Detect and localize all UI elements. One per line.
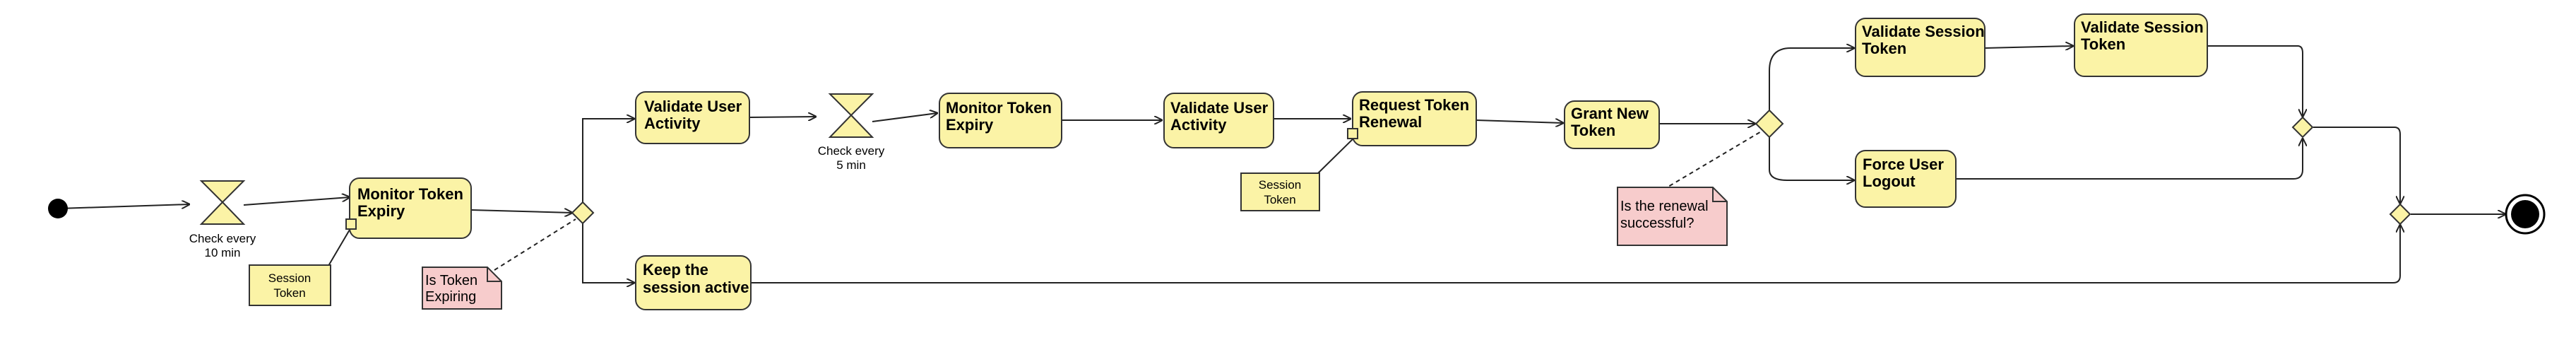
activity-keep-session-active[interactable]: Keep the session active bbox=[635, 255, 752, 310]
initial-node bbox=[48, 199, 68, 218]
activity-force-user-logout[interactable]: Force User Logout bbox=[1855, 150, 1957, 208]
svg-text:Token: Token bbox=[1571, 122, 1615, 139]
decision-token-expiring bbox=[571, 201, 595, 225]
svg-text:Token: Token bbox=[1264, 193, 1295, 206]
svg-text:Validate Session: Validate Session bbox=[2081, 18, 2204, 36]
svg-text:session active: session active bbox=[643, 279, 749, 296]
activity-validate-session-token-2[interactable]: Validate Session Token bbox=[2074, 13, 2208, 77]
activity-request-token-renewal[interactable]: Request Token Renewal bbox=[1347, 91, 1477, 146]
svg-text:Token: Token bbox=[273, 286, 305, 300]
activity-monitor-token-expiry-1[interactable]: Monitor Token Expiry bbox=[345, 177, 472, 239]
svg-text:Grant New: Grant New bbox=[1571, 105, 1649, 122]
input-pin bbox=[345, 218, 357, 230]
object-session-token-1: Session Token bbox=[249, 264, 331, 306]
svg-text:Monitor Token: Monitor Token bbox=[946, 99, 1052, 117]
edge-monitor1-to-decision1 bbox=[470, 210, 572, 213]
svg-text:Keep the: Keep the bbox=[643, 261, 708, 279]
edge-note1-to-decision1 bbox=[494, 218, 576, 271]
edge-merge1-to-merge2 bbox=[2313, 127, 2400, 204]
svg-text:Activity: Activity bbox=[644, 115, 701, 132]
final-node bbox=[2505, 194, 2546, 235]
edges bbox=[58, 45, 2505, 306]
svg-text:Is Token: Is Token bbox=[425, 273, 477, 288]
svg-text:Validate User: Validate User bbox=[644, 98, 742, 115]
timer-2-label-line1: Check every bbox=[818, 144, 885, 158]
svg-text:Expiry: Expiry bbox=[946, 116, 994, 134]
edge-timer2-to-monitor2 bbox=[872, 113, 937, 122]
svg-text:Is the renewal: Is the renewal bbox=[1620, 199, 1709, 214]
edge-decision2-to-force-logout bbox=[1769, 134, 1854, 180]
merge-node-1 bbox=[2291, 116, 2314, 139]
edge-decision1-to-keep bbox=[582, 223, 634, 283]
timer-2-label-line2: 5 min bbox=[836, 158, 866, 172]
activity-validate-user-activity-2[interactable]: Validate User Activity bbox=[1163, 93, 1274, 148]
svg-text:Expiring: Expiring bbox=[425, 289, 476, 305]
activity-validate-user-activity-1[interactable]: Validate User Activity bbox=[635, 91, 750, 144]
edge-timer1-to-monitor1 bbox=[243, 197, 350, 206]
edge-force-logout-to-merge1 bbox=[1956, 139, 2303, 180]
svg-text:Request Token: Request Token bbox=[1359, 96, 1469, 114]
activity-monitor-token-expiry-2[interactable]: Monitor Token Expiry bbox=[939, 93, 1062, 148]
hourglass-icon bbox=[828, 93, 874, 138]
svg-text:Monitor Token: Monitor Token bbox=[357, 185, 463, 203]
svg-text:Expiry: Expiry bbox=[357, 202, 405, 220]
svg-text:Activity: Activity bbox=[1170, 116, 1227, 134]
decision-renewal-successful bbox=[1755, 109, 1784, 139]
timer-2: Check every 5 min bbox=[818, 93, 885, 172]
timer-1: Check every 10 min bbox=[189, 180, 256, 259]
svg-text:Logout: Logout bbox=[1863, 172, 1916, 190]
activity-validate-session-token-1[interactable]: Validate Session Token bbox=[1855, 18, 1986, 77]
svg-text:Token: Token bbox=[2081, 35, 2125, 53]
svg-text:Validate Session: Validate Session bbox=[1862, 23, 1985, 40]
note-renewal-successful: Is the renewal successful? bbox=[1617, 187, 1728, 246]
input-pin bbox=[1347, 128, 1358, 139]
svg-text:Session: Session bbox=[268, 271, 311, 285]
edge-request-to-grant bbox=[1476, 120, 1563, 123]
hourglass-icon bbox=[199, 180, 246, 225]
edge-validate-session1-to-2 bbox=[1984, 46, 2073, 48]
activity-grant-new-token[interactable]: Grant New Token bbox=[1564, 100, 1660, 149]
note-token-expiring: Is Token Expiring bbox=[422, 267, 502, 310]
edge-keep-to-merge2 bbox=[751, 225, 2400, 283]
svg-text:Renewal: Renewal bbox=[1359, 113, 1422, 131]
svg-text:successful?: successful? bbox=[1620, 216, 1694, 231]
timer-1-label-line2: 10 min bbox=[204, 246, 240, 259]
object-session-token-2: Session Token bbox=[1240, 172, 1320, 211]
edge-decision1-to-validate1 bbox=[582, 119, 634, 202]
svg-text:Validate User: Validate User bbox=[1170, 99, 1269, 117]
merge-node-2 bbox=[2389, 203, 2411, 226]
svg-text:Session: Session bbox=[1259, 178, 1301, 192]
svg-text:Token: Token bbox=[1862, 40, 1906, 57]
edge-start-to-timer1 bbox=[58, 204, 189, 209]
edge-object2-to-request bbox=[1317, 135, 1357, 174]
edge-note2-to-decision2 bbox=[1649, 130, 1763, 199]
svg-text:Force User: Force User bbox=[1863, 156, 1944, 173]
edge-decision2-to-validate-session1 bbox=[1769, 48, 1854, 113]
timer-1-label-line1: Check every bbox=[189, 232, 256, 245]
edge-validate-session2-to-merge1 bbox=[2207, 45, 2303, 117]
